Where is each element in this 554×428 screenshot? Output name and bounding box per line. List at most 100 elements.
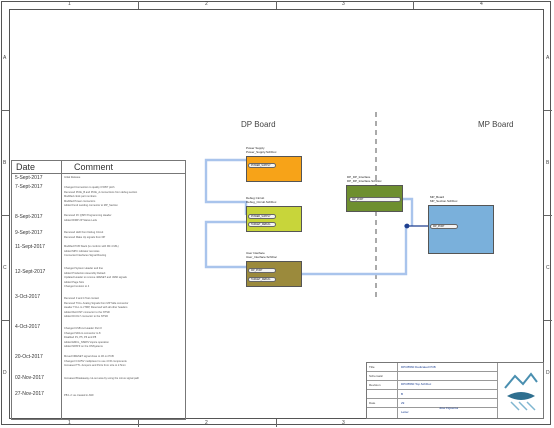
revision-note: Initial Release (64, 176, 81, 179)
revision-date: 12-Sept-2017 (15, 269, 46, 275)
revision-note: Added Fund Landing connector to MP_Secti… (64, 204, 118, 208)
frame-tick (138, 1, 139, 9)
user-block-port-target[interactable]: TARGET_DEBUG (248, 277, 276, 282)
frame-tick (138, 419, 139, 427)
row-letter-b-right: B (546, 160, 550, 166)
column-number-3: 3 (342, 1, 345, 7)
author-value: Jose Figueroa (439, 406, 459, 410)
revision-date: 5-Sept-2017 (15, 175, 43, 181)
title-block-divider (367, 371, 497, 372)
power-block-subtitle: Power_Supply.SchDoc (246, 150, 277, 154)
power-block-port[interactable]: POWER_SUPPLY (248, 163, 276, 168)
debug-block-port-power[interactable]: POWER_SUPPLY (248, 214, 276, 219)
revision-note: Updated Header to remove nRESET and nNMI… (64, 276, 127, 280)
frame-tick (544, 320, 552, 321)
date-label: Date (369, 401, 376, 405)
dp-interface-block[interactable]: MP_PORT (346, 185, 403, 212)
power-supply-block[interactable]: POWER_SUPPLY (246, 156, 302, 182)
row-letter-d-right: D (546, 370, 550, 376)
revision-table: Date Comment 5-Sept-2017 Initial Release… (11, 160, 186, 420)
dpif-block-port[interactable]: MP_PORT (349, 197, 401, 202)
column-number-1-bottom: 1 (68, 420, 71, 426)
row-letter-c-right: C (546, 265, 550, 271)
dpif-bus-wire (403, 197, 414, 226)
revision-date: 02-Nov-2017 (15, 375, 44, 381)
revision-note: Added ReCOST connector to the NTSD (64, 310, 110, 314)
title-block-divider (367, 389, 497, 390)
debug-block-port-target[interactable]: TARGET_DEBUG (248, 222, 276, 227)
bus-wires (204, 158, 414, 276)
mp-board-block[interactable]: MP_PORT (428, 205, 494, 254)
revision-note: Added MPC indicator test sites (64, 249, 100, 253)
column-number-4: 4 (480, 1, 483, 7)
revision-note: Changed revision to 4 (64, 285, 90, 289)
revision-note: Increased Breakaway cut-out area by usin… (64, 377, 140, 380)
revision-note: Changed 3.3V/5V multiplexer to use 4 FR … (64, 359, 127, 363)
revision-date: 3-Oct-2017 (15, 294, 41, 300)
debug-circuit-block[interactable]: POWER_SUPPLY TARGET_DEBUG (246, 206, 302, 232)
revision-note: Changed Connectors to quality 0.5057 pit… (64, 186, 115, 189)
revision-note: Removed 3 and 4 Test contact (64, 297, 99, 300)
debug-block-title: Debug Circuit (246, 196, 265, 200)
row-letter-a-right: A (546, 55, 550, 61)
user-block-subtitle: User_Interface.SchDoc (246, 255, 278, 259)
mp-block-subtitle: MP_Section.SchDoc (430, 199, 458, 203)
revision-note: Removed TCLL Analog Signals from MP Side… (64, 301, 129, 305)
title-block-divider (367, 407, 497, 408)
revision-note: Header TCLL to JTMP, Reserved with all o… (64, 306, 128, 310)
frame-tick (1, 215, 9, 216)
row-letter-c: C (3, 265, 7, 271)
revision-comment-header: Comment (74, 162, 114, 172)
title-value: DPCB560 Dedicated PCB (401, 365, 436, 369)
frame-tick (276, 419, 277, 427)
revision-header-divider (12, 173, 185, 174)
row-letter-d: D (3, 370, 7, 376)
frame-tick (413, 1, 414, 9)
company-logo-icon (504, 372, 538, 411)
revision-note: Increased TTL Jumpers and Ports from siz… (64, 364, 126, 368)
revision-note: Modified clock part numbers (64, 195, 97, 199)
revision-note: Added NPATZ on the ONSystems (64, 345, 103, 349)
revision-date: 20-Oct-2017 (15, 354, 43, 360)
revision-note: Added DCOL7 connector to the NTSD (64, 315, 108, 319)
revision-note: Removed LED from Debug Circuit (64, 231, 104, 234)
revision-date: 4-Oct-2017 (15, 324, 41, 330)
user-block-title: User Interface (246, 251, 265, 255)
column-number-3-bottom: 3 (342, 420, 345, 426)
user-block-port-mp[interactable]: MP_PORT (248, 268, 276, 273)
row-letter-a: A (3, 55, 7, 61)
revision-date-header: Date (16, 162, 36, 172)
revision-note: Changed SDA to connector to 8 (64, 331, 101, 335)
date-value: 29 (401, 401, 405, 405)
revision-note: Connected Interfaces Signal Routing (64, 254, 107, 258)
sheet-size-value: Letter (401, 410, 409, 414)
title-label: Title (369, 365, 375, 369)
mp-block-port[interactable]: MP_PORT (430, 224, 458, 229)
power-block-title: Power Supply (246, 146, 265, 150)
revision-note: Modified PCB Stack (to conform with FR-4… (64, 245, 119, 248)
user-interface-block[interactable]: MP_PORT TARGET_DEBUG (246, 261, 302, 287)
dp-board-title: DP Board (241, 120, 276, 129)
revision-date: 11-Sept-2017 (15, 244, 45, 250)
revision-note: Removed Make Up signals from DP (64, 235, 106, 239)
revision-note: Removed PCIE_B and PCIE_A connections fr… (64, 190, 138, 194)
title-block: Title DPCB560 Dedicated PCB Schematic DP… (366, 362, 544, 419)
frame-tick (544, 110, 552, 111)
revision-column-divider (61, 161, 62, 419)
column-number-2-bottom: 2 (205, 420, 208, 426)
dpif-block-subtitle: DP_DP_Interface.SchDoc (347, 179, 382, 183)
mp-block-title: MP_Board (430, 195, 445, 199)
revision-note: Moved NRESET signal close to JR on PCB (64, 355, 114, 358)
row-letter-b: B (3, 160, 7, 166)
schematic-label: Schematic (369, 374, 384, 378)
revision-value: B (401, 392, 404, 396)
revision-note: Modified Power connectors (64, 199, 96, 203)
revision-date: 8-Sept-2017 (15, 214, 43, 220)
revision-note: PB 1.2: as created in ANF (64, 394, 94, 397)
title-block-divider (367, 398, 497, 399)
revision-note: Changed System Header and line (64, 267, 103, 270)
revision-note: Added RIMP 2P Status Leds (64, 218, 97, 222)
revision-note: Added Production Assembly Default (64, 271, 106, 275)
title-block-divider (497, 363, 498, 418)
